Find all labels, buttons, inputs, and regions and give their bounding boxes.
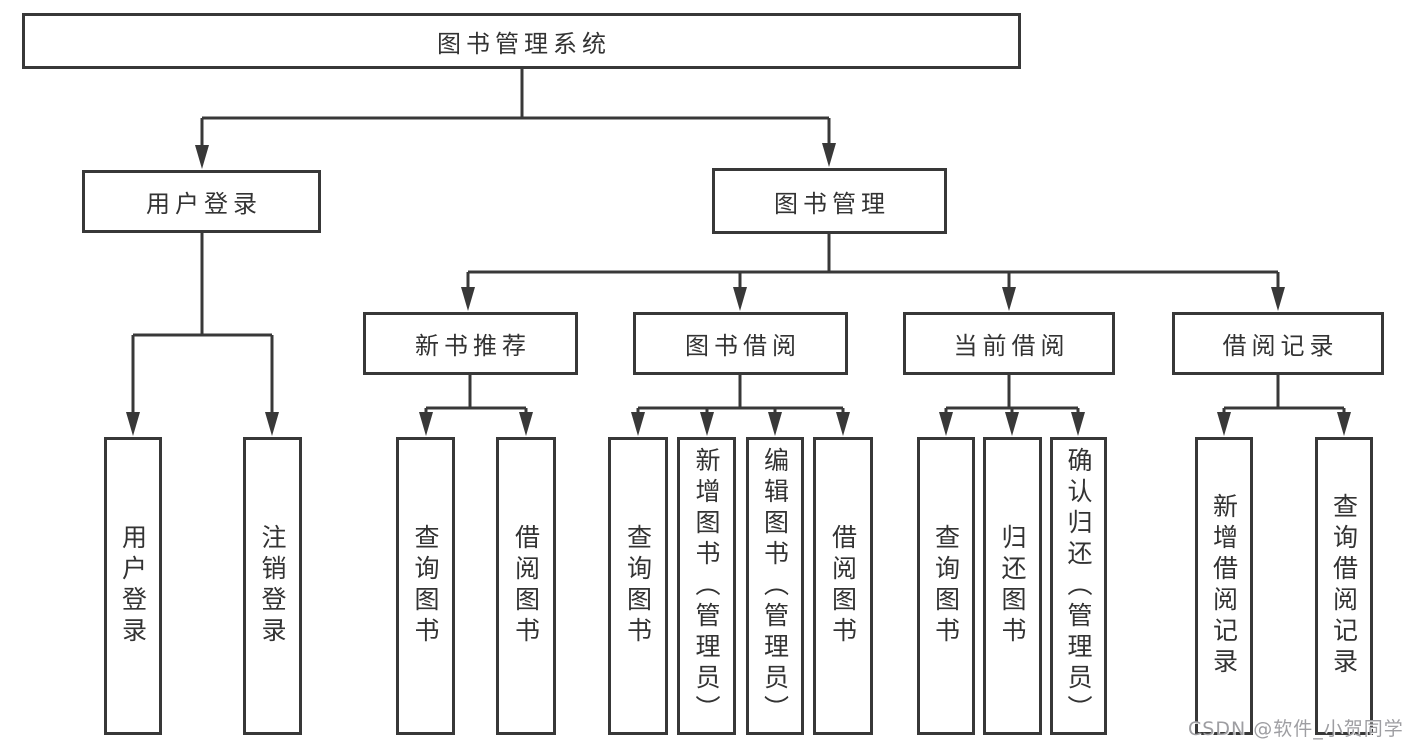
connector-borrowrecord-to-leaves [1222,375,1346,420]
leaf-current-confirm-return: 确认归还（管理员） [1050,437,1107,735]
leaf-logout-label: 注销登录 [258,524,287,648]
arrowhead [631,412,645,436]
leaf-current-confirm-return-label: 确认归还（管理员） [1064,446,1093,726]
node-root: 图书管理系统 [22,13,1021,69]
arrowhead [733,287,747,311]
leaf-user-login: 用户登录 [104,437,162,735]
connector-userlogin-to-leaves [131,233,274,420]
leaf-current-return-book-label: 归还图书 [998,524,1027,648]
arrowhead [1217,412,1231,436]
leaf-record-query-label: 查询借阅记录 [1329,493,1359,679]
connector-bookborrow-to-leaves [636,375,845,420]
node-user-login-label: 用户登录 [146,190,262,218]
arrowhead [195,145,209,169]
leaf-borrow-borrow-book-label: 借阅图书 [828,524,858,648]
node-book-management-label: 图书管理 [774,189,890,218]
leaf-record-query: 查询借阅记录 [1315,437,1373,735]
arrowhead [419,412,433,436]
watermark: CSDN @软件_小贺同学 [1188,718,1404,740]
node-root-label: 图书管理系统 [437,29,611,58]
node-user-login: 用户登录 [82,170,321,233]
leaf-newrec-query-book-label: 查询图书 [411,524,440,648]
leaf-current-query-book-label: 查询图书 [931,524,961,648]
connector-newrecommend-to-leaves [424,375,528,420]
leaf-logout: 注销登录 [243,437,302,735]
arrowhead [1002,287,1016,311]
leaf-newrec-borrow-book-label: 借阅图书 [511,524,541,648]
arrowhead [1071,412,1085,436]
connector-bookmgmt-to-level3 [466,234,1280,294]
leaf-borrow-add-book: 新增图书（管理员） [677,437,736,735]
leaf-current-query-book: 查询图书 [917,437,975,735]
node-new-book-recommend: 新书推荐 [363,312,578,375]
arrowhead [700,412,714,436]
leaf-record-add: 新增借阅记录 [1195,437,1253,735]
node-book-borrow: 图书借阅 [633,312,848,375]
node-borrow-record-label: 借阅记录 [1222,332,1339,360]
leaf-newrec-query-book: 查询图书 [396,437,455,735]
leaf-borrow-query-book-label: 查询图书 [623,524,653,648]
node-new-book-recommend-label: 新书推荐 [415,332,531,360]
node-book-management: 图书管理 [712,168,947,234]
leaf-newrec-borrow-book: 借阅图书 [496,437,556,735]
connector-root-to-level2 [200,69,831,150]
arrowhead [939,412,953,436]
leaf-borrow-edit-book: 编辑图书（管理员） [746,437,804,735]
leaf-current-return-book: 归还图书 [983,437,1042,735]
arrowhead [1337,412,1351,436]
node-current-borrow: 当前借阅 [903,312,1115,375]
node-book-borrow-label: 图书借阅 [685,332,801,360]
arrowhead [1271,287,1285,311]
arrowhead [265,412,279,436]
arrowhead [126,412,140,436]
arrowhead [768,412,782,436]
arrowhead [1005,412,1019,436]
leaf-user-login-label: 用户登录 [118,524,148,648]
leaf-borrow-borrow-book: 借阅图书 [813,437,873,735]
arrowhead [461,287,475,311]
node-borrow-record: 借阅记录 [1172,312,1384,375]
leaf-borrow-add-book-label: 新增图书（管理员） [692,446,721,726]
leaf-borrow-query-book: 查询图书 [608,437,668,735]
arrowhead [836,412,850,436]
leaf-record-add-label: 新增借阅记录 [1209,493,1239,679]
arrowhead [822,143,836,167]
leaf-borrow-edit-book-label: 编辑图书（管理员） [760,446,790,726]
arrowhead [519,412,533,436]
node-current-borrow-label: 当前借阅 [953,332,1070,360]
